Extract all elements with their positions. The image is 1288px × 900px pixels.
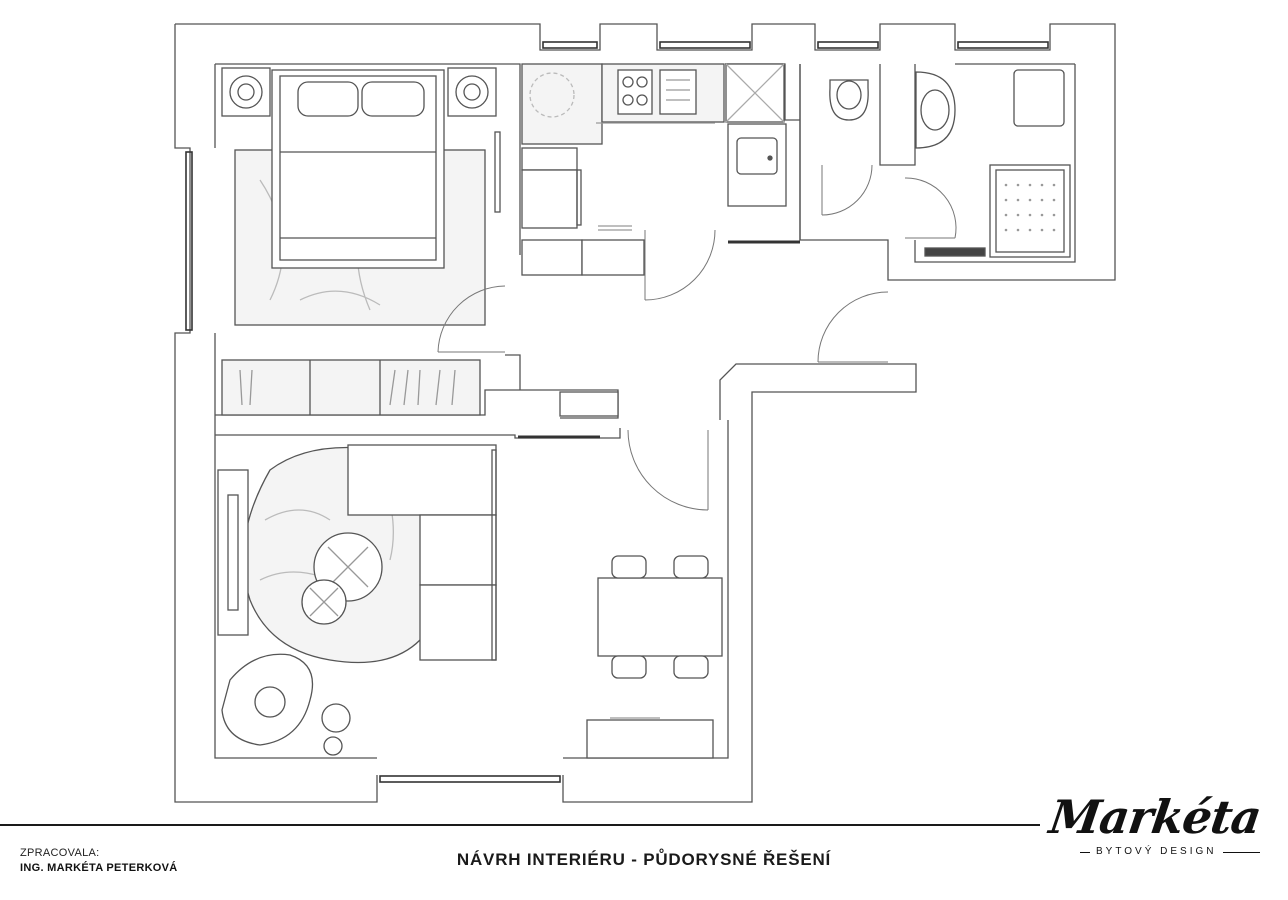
footer-divider: [0, 824, 1040, 826]
base-cabinet-2: [581, 239, 645, 276]
oven: [659, 69, 697, 115]
door-hall: [817, 291, 889, 363]
windows: [185, 41, 1049, 783]
wall-mirror: [494, 131, 501, 213]
window-top-2: [659, 41, 751, 49]
kitchen: [521, 63, 787, 276]
base-cabinet-1: [521, 239, 583, 276]
counter-left-1: [521, 147, 578, 171]
doors: [437, 164, 957, 511]
sofa-seat-2: [419, 584, 497, 661]
exterior-walls: [174, 23, 1116, 803]
lamp-right: [455, 75, 489, 109]
chair-4: [673, 655, 709, 679]
brand-logo: Markéta BYTOVÝ DESIGN: [1040, 790, 1285, 890]
window-bottom: [379, 775, 561, 783]
wardrobe-body: [221, 359, 481, 416]
door-bedroom: [437, 285, 506, 353]
window-top-4: [957, 41, 1049, 49]
window-top-1: [542, 41, 598, 49]
chair-1: [611, 555, 647, 579]
door-bathroom: [904, 177, 957, 239]
dining-table: [597, 577, 723, 657]
chair-2: [673, 555, 709, 579]
side-table: [321, 703, 351, 733]
sofa-back: [347, 444, 497, 516]
sideboard: [586, 719, 714, 759]
dining: [586, 555, 723, 759]
nightstand-left: [221, 67, 271, 117]
chair-3: [611, 655, 647, 679]
wall-inner-top: [215, 63, 521, 255]
logo-script: Markéta: [1046, 790, 1264, 844]
wall-living-top: [215, 428, 621, 439]
plan-title: NÁVRH INTERIÉRU - PŮDORYSNÉ ŘEŠENÍ: [456, 850, 832, 869]
wardrobe: [221, 359, 619, 417]
bathroom: [829, 69, 1071, 258]
wall-kitchen-bath: [799, 64, 1076, 263]
fridge: [521, 63, 603, 145]
floor-lamp: [323, 736, 343, 756]
sofa-seat-1: [419, 514, 497, 586]
logo-subtitle: BYTOVÝ DESIGN: [1090, 846, 1223, 857]
dishwasher: [576, 169, 582, 226]
pillow-left: [297, 81, 359, 117]
floor-plan: [174, 23, 1116, 803]
shower-drain-dots: [1004, 183, 1056, 232]
tv: [227, 494, 239, 611]
counter-left-2: [521, 169, 578, 229]
cooktop: [617, 69, 653, 115]
credit-name: ING. MARKÉTA PETERKOVÁ: [20, 862, 178, 874]
bedroom: [221, 67, 501, 326]
door-living: [627, 429, 709, 511]
bath-radiator: [924, 247, 986, 257]
pillow-right: [361, 81, 425, 117]
living-room: [217, 444, 497, 756]
wall-left-inner: [214, 64, 377, 759]
wall-left-outer: [174, 24, 378, 803]
lamp-left: [229, 75, 263, 109]
wall-bottom-right: [562, 363, 917, 803]
door-kitchen: [644, 229, 716, 301]
nightstand-right: [447, 67, 497, 117]
shower-tray: [989, 164, 1071, 258]
kitchen-sink: [736, 137, 778, 175]
credit-label: ZPRACOVALA:: [20, 847, 100, 859]
window-left: [185, 151, 193, 331]
door-wc: [821, 164, 873, 216]
toilet: [829, 79, 869, 121]
wall-outline: [175, 23, 1116, 281]
window-top-3: [817, 41, 879, 49]
washbasin: [915, 71, 956, 149]
washing-machine: [1013, 69, 1065, 127]
armchair: [221, 653, 314, 746]
low-cabinet: [559, 391, 619, 417]
